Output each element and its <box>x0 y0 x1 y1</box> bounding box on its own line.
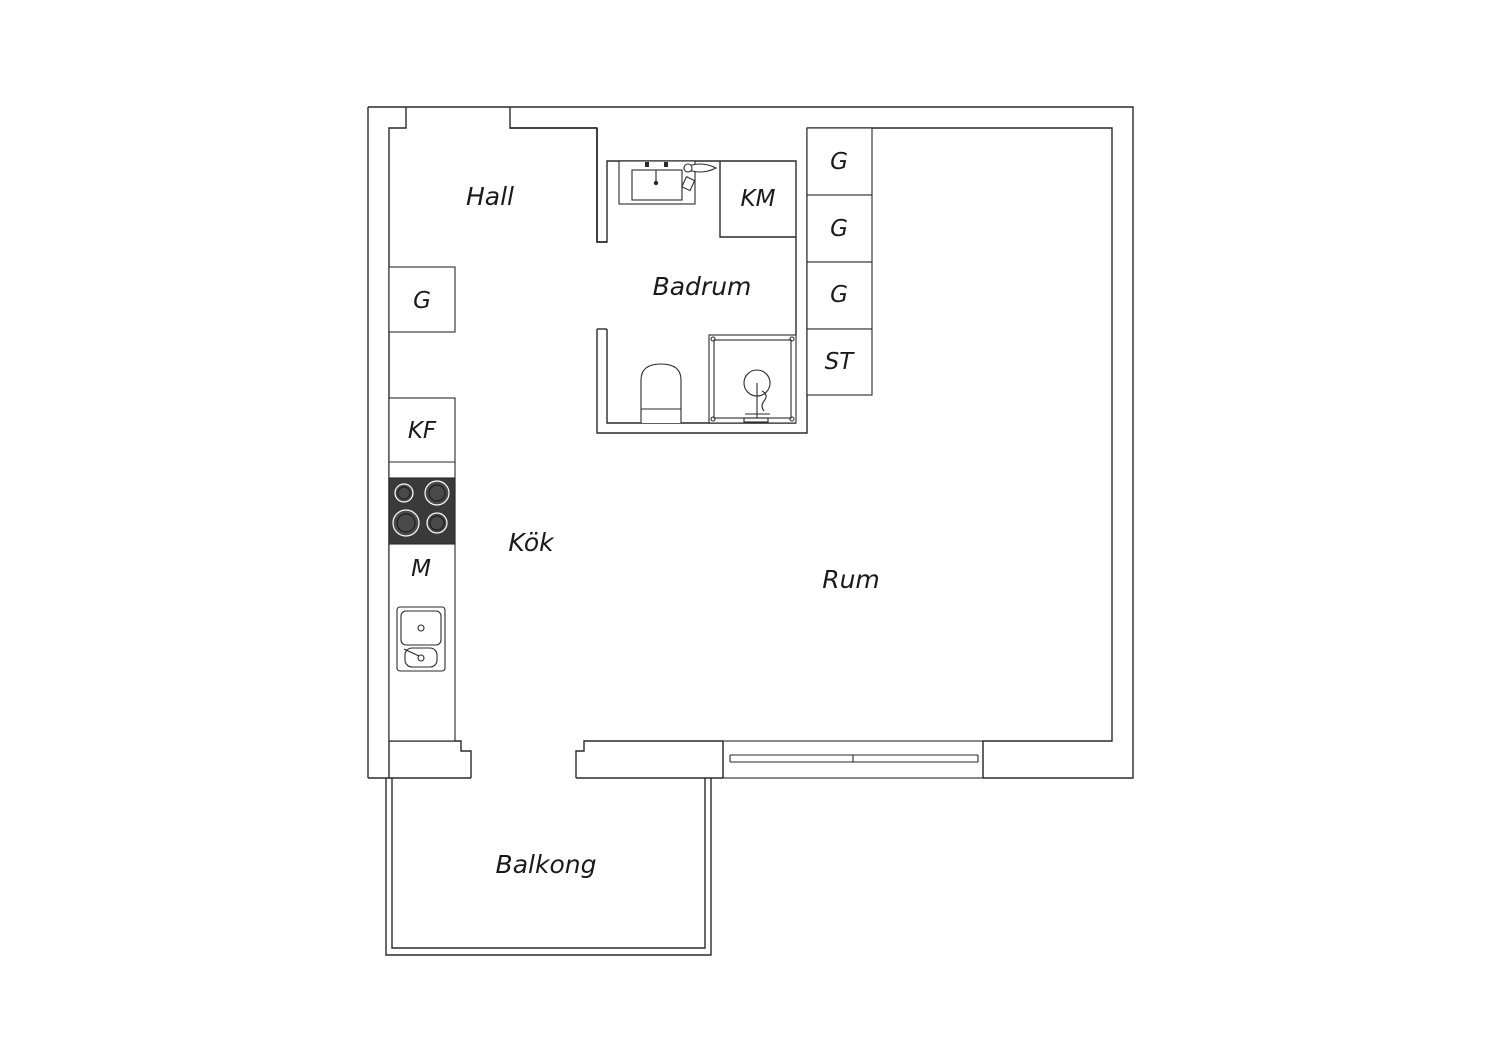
label-kok: Kök <box>508 528 555 557</box>
label-g-hall: G <box>413 288 431 314</box>
label-rum: Rum <box>822 565 880 594</box>
toilet <box>640 363 682 423</box>
wardrobes-right <box>806 127 873 396</box>
shower <box>708 334 797 424</box>
label-hall: Hall <box>466 182 514 211</box>
bathroom-sink <box>618 160 718 205</box>
balcony <box>385 778 712 956</box>
label-g-2: G <box>830 216 848 242</box>
label-badrum: Badrum <box>653 272 752 301</box>
label-st: ST <box>825 349 856 375</box>
kitchen-sink <box>396 606 446 672</box>
kitchen-counter <box>388 397 456 742</box>
label-balkong: Balkong <box>496 850 597 879</box>
label-g-1: G <box>830 149 848 175</box>
label-km: KM <box>741 186 776 212</box>
window-rum <box>722 740 984 779</box>
label-m: M <box>411 556 431 582</box>
label-kf: KF <box>408 418 437 444</box>
label-g-3: G <box>830 282 848 308</box>
wardrobe-hall <box>388 266 456 333</box>
